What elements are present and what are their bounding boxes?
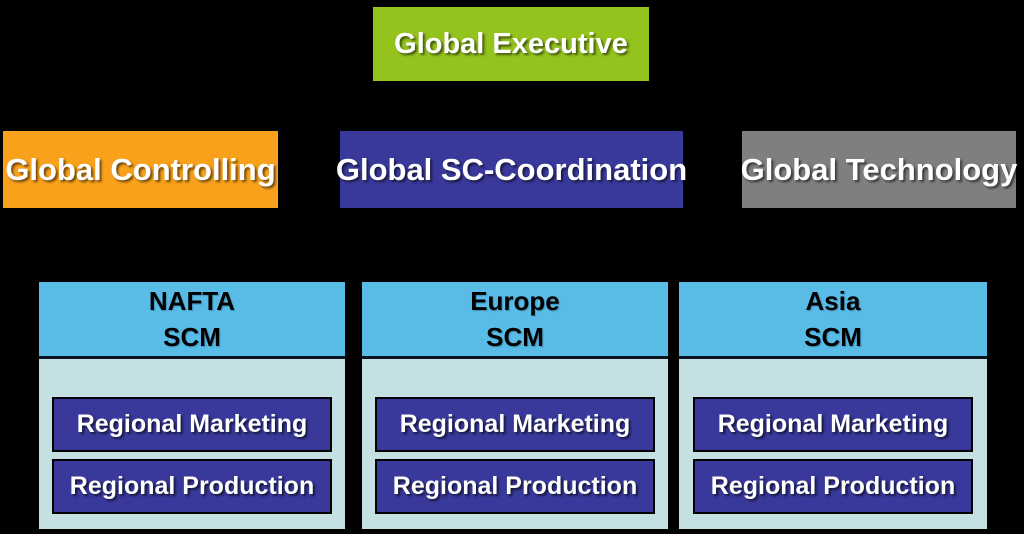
regional-production-box: Regional Production bbox=[375, 459, 655, 514]
global-controlling-box: Global Controlling bbox=[3, 131, 278, 208]
regional-production-box: Regional Production bbox=[52, 459, 332, 514]
region-name: NAFTA bbox=[148, 286, 236, 316]
global-executive-box: Global Executive bbox=[373, 7, 649, 81]
region-column-asia: Asia SCM Regional Marketing Regional Pro… bbox=[679, 282, 987, 529]
regional-marketing-box: Regional Marketing bbox=[375, 397, 655, 452]
region-header-nafta: NAFTA SCM bbox=[39, 282, 345, 359]
region-panel-nafta: Regional Marketing Regional Production bbox=[39, 359, 345, 529]
regional-marketing-box: Regional Marketing bbox=[693, 397, 973, 452]
region-name: Asia bbox=[805, 286, 861, 316]
region-name: Europe bbox=[470, 286, 560, 316]
region-unit: SCM bbox=[486, 322, 544, 352]
global-executive-label: Global Executive bbox=[394, 27, 628, 60]
regional-production-box: Regional Production bbox=[693, 459, 973, 514]
region-panel-europe: Regional Marketing Regional Production bbox=[362, 359, 668, 529]
regional-marketing-label: Regional Marketing bbox=[399, 410, 631, 438]
regional-marketing-label: Regional Marketing bbox=[717, 410, 949, 438]
regional-production-label: Regional Production bbox=[392, 472, 638, 500]
global-controlling-label: Global Controlling bbox=[5, 151, 276, 187]
regional-marketing-label: Regional Marketing bbox=[76, 410, 308, 438]
region-column-europe: Europe SCM Regional Marketing Regional P… bbox=[362, 282, 668, 529]
global-sc-coordination-label: Global SC-Coordination bbox=[335, 151, 688, 187]
region-header-asia: Asia SCM bbox=[679, 282, 987, 359]
global-technology-label: Global Technology bbox=[740, 151, 1018, 187]
regional-marketing-box: Regional Marketing bbox=[52, 397, 332, 452]
region-header-europe: Europe SCM bbox=[362, 282, 668, 359]
regional-production-label: Regional Production bbox=[69, 472, 315, 500]
region-unit: SCM bbox=[163, 322, 221, 352]
global-technology-box: Global Technology bbox=[740, 131, 1018, 208]
region-panel-asia: Regional Marketing Regional Production bbox=[679, 359, 987, 529]
regional-production-label: Regional Production bbox=[710, 472, 956, 500]
global-sc-coordination-box: Global SC-Coordination bbox=[336, 131, 687, 208]
region-unit: SCM bbox=[804, 322, 862, 352]
region-column-nafta: NAFTA SCM Regional Marketing Regional Pr… bbox=[39, 282, 345, 529]
